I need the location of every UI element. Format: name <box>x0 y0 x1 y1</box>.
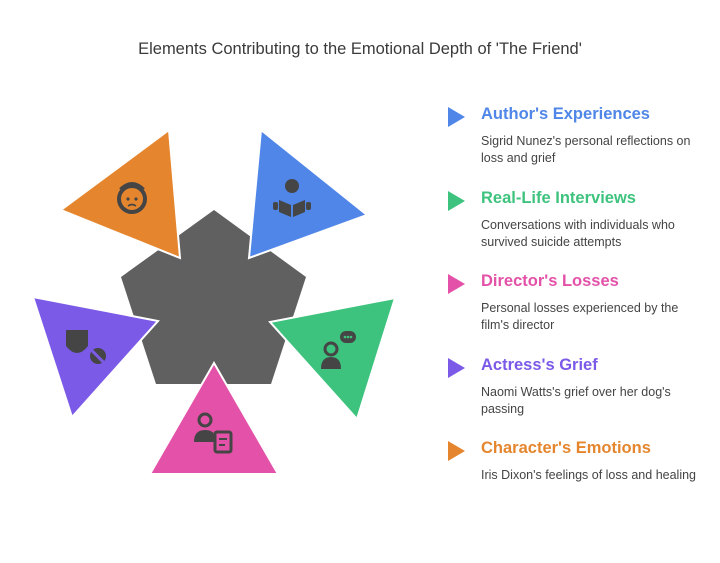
triangle-characters-emotions <box>58 128 182 260</box>
play-arrow-icon <box>448 441 465 461</box>
person-speech-bubble-icon <box>321 331 356 369</box>
legend-description: Sigrid Nunez's personal reflections on l… <box>481 134 691 165</box>
legend-description: Personal losses experienced by the film'… <box>481 301 679 332</box>
triangle-directors-losses <box>148 360 280 475</box>
play-arrow-icon <box>448 358 465 378</box>
legend-heading: Character's Emotions <box>481 439 651 457</box>
legend-description: Conversations with individuals who survi… <box>481 218 675 249</box>
play-arrow-icon <box>448 191 465 211</box>
pentagon-diagram <box>31 128 397 475</box>
legend-description: Naomi Watts's grief over her dog's passi… <box>481 385 671 416</box>
triangle-authors-experiences <box>247 128 370 260</box>
person-reading-icon <box>273 179 311 217</box>
diagram-title: Elements Contributing to the Emotional D… <box>138 40 582 58</box>
legend-heading: Real-Life Interviews <box>481 189 636 207</box>
legend-heading: Actress's Grief <box>481 356 598 374</box>
theater-mask-icon <box>66 330 106 364</box>
triangle-real-life-interviews <box>268 296 397 421</box>
person-document-icon <box>194 412 233 454</box>
distressed-face-icon <box>117 182 147 214</box>
legend-heading: Director's Losses <box>481 272 619 290</box>
triangle-actresss-grief <box>31 295 160 419</box>
legend-heading: Author's Experiences <box>481 105 650 123</box>
legend-description: Iris Dixon's feelings of loss and healin… <box>481 468 697 482</box>
play-arrow-icon <box>448 107 465 127</box>
play-arrow-icon <box>448 274 465 294</box>
